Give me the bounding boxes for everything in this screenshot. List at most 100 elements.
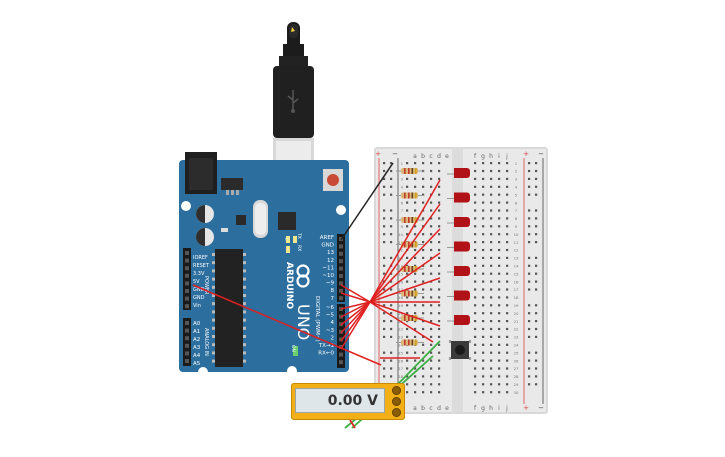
- bb-row-label: 7: [401, 208, 404, 213]
- wire[interactable]: [340, 292, 371, 303]
- bb-row-label: 30: [514, 390, 519, 395]
- arduino-model-label: UNO: [294, 304, 313, 340]
- wire[interactable]: [369, 277, 441, 303]
- analog-pin-label: A0: [193, 321, 201, 327]
- multimeter-terminal-icon[interactable]: [392, 408, 401, 417]
- bb-row-label: 6: [515, 200, 518, 205]
- bb-row-label: 8: [515, 216, 518, 221]
- arduino-board[interactable]: ARDUINO UNO DIGITAL (PWM~) POWER ANALOG …: [179, 152, 349, 377]
- pushbutton-icon[interactable]: [449, 340, 471, 360]
- wire[interactable]: [369, 179, 441, 303]
- resistor[interactable]: [396, 192, 424, 199]
- bb-row-label: 27: [514, 366, 519, 371]
- wire[interactable]: [340, 301, 371, 318]
- digital-pin-label: ~10: [322, 273, 334, 279]
- power-pin-label: GND: [193, 287, 205, 293]
- wire[interactable]: [340, 301, 371, 326]
- wire[interactable]: [340, 162, 394, 241]
- led-labels: L TX RX ON: [283, 232, 302, 352]
- digital-pin-label: ~11: [322, 265, 334, 271]
- multimeter-terminal-icon[interactable]: [392, 386, 401, 395]
- bb-row-label: 16: [514, 279, 519, 284]
- digital-pin-label: 12: [327, 258, 334, 264]
- arduino-logo: [296, 264, 310, 288]
- resistor[interactable]: [396, 241, 424, 248]
- led[interactable]: [447, 168, 470, 178]
- bb-column-label: f: [474, 405, 477, 412]
- bb-row-label: 22: [514, 327, 519, 332]
- reset-button-icon[interactable]: [323, 169, 343, 191]
- bb-row-label: 28: [514, 374, 519, 379]
- power-pin-label: Vin: [193, 303, 201, 309]
- bb-row-label: 11: [398, 240, 403, 245]
- led[interactable]: [447, 266, 470, 276]
- wire[interactable]: [192, 284, 382, 366]
- bb-row-label: 4: [515, 185, 518, 190]
- resistor[interactable]: [396, 290, 424, 297]
- wire[interactable]: [369, 252, 441, 303]
- wire[interactable]: [369, 301, 434, 343]
- digital-header-label: DIGITAL (PWM~): [314, 296, 320, 342]
- bb-row-label: 22: [398, 327, 403, 332]
- bb-row-label: 27: [398, 366, 403, 371]
- analog-pin-label: A4: [193, 353, 201, 359]
- digital-pin-label: 8: [331, 288, 335, 294]
- bb-row-label: 14: [398, 264, 403, 269]
- bb-row-label: 20: [398, 311, 403, 316]
- led[interactable]: [447, 315, 470, 325]
- bb-row-label: 23: [514, 335, 519, 340]
- led[interactable]: [447, 241, 470, 252]
- bb-row-label: 13: [514, 256, 519, 261]
- wire[interactable]: [369, 203, 441, 303]
- bb-column-label: a: [413, 153, 417, 160]
- svg-text:RX: RX: [296, 245, 302, 251]
- wire[interactable]: [349, 419, 356, 429]
- multimeter[interactable]: 0.00 V: [291, 383, 405, 420]
- svg-text:−: −: [392, 150, 398, 158]
- svg-text:+: +: [375, 150, 381, 158]
- wire[interactable]: [340, 301, 371, 310]
- bb-row-label: 18: [514, 295, 519, 300]
- led[interactable]: [447, 290, 470, 301]
- arduino-brand-label: ARDUINO: [284, 262, 294, 310]
- bb-row-label: 9: [515, 224, 518, 229]
- resistor[interactable]: [396, 168, 424, 174]
- digital-header-bottom: [337, 304, 345, 368]
- digital-pin-label: AREF: [320, 235, 334, 241]
- bb-column-label: c: [429, 153, 432, 160]
- wire[interactable]: [369, 301, 441, 327]
- bb-row-label: 24: [514, 343, 519, 348]
- wire[interactable]: [340, 301, 371, 334]
- analog-pin-label: A2: [193, 337, 200, 343]
- wire[interactable]: [340, 284, 371, 303]
- usb-symbol-icon: [287, 90, 299, 113]
- bb-row-label: 20: [514, 311, 519, 316]
- bb-row-label: 28: [398, 374, 403, 379]
- digital-pin-label: ~9: [326, 281, 335, 287]
- bb-row-label: 9: [401, 224, 404, 229]
- digital-pin-label: GND: [321, 243, 334, 249]
- analog-pin-label: A1: [193, 329, 200, 335]
- power-pin-label: 3.3V: [193, 271, 205, 277]
- microcontroller-chip: [215, 249, 243, 367]
- bb-row-label: 25: [398, 350, 403, 355]
- wire[interactable]: [340, 301, 371, 350]
- bb-column-label: d: [437, 405, 441, 412]
- svg-text:−: −: [538, 150, 544, 158]
- bb-row-label: 29: [514, 382, 519, 387]
- analog-pin-label: A5: [193, 361, 201, 367]
- led[interactable]: [447, 192, 470, 203]
- digital-pin-label: ~3: [326, 328, 335, 334]
- resistor[interactable]: [396, 339, 424, 346]
- onboard-leds: [286, 236, 298, 356]
- resistor[interactable]: [396, 217, 424, 223]
- wire[interactable]: [369, 228, 441, 303]
- svg-text:+: +: [523, 150, 529, 158]
- led[interactable]: [447, 217, 470, 227]
- bb-column-label: c: [429, 405, 432, 412]
- bb-row-label: 5: [515, 192, 518, 197]
- multimeter-terminal-icon[interactable]: [392, 397, 401, 406]
- bb-row-label: 18: [398, 295, 403, 300]
- digital-pin-label: 2: [331, 335, 335, 341]
